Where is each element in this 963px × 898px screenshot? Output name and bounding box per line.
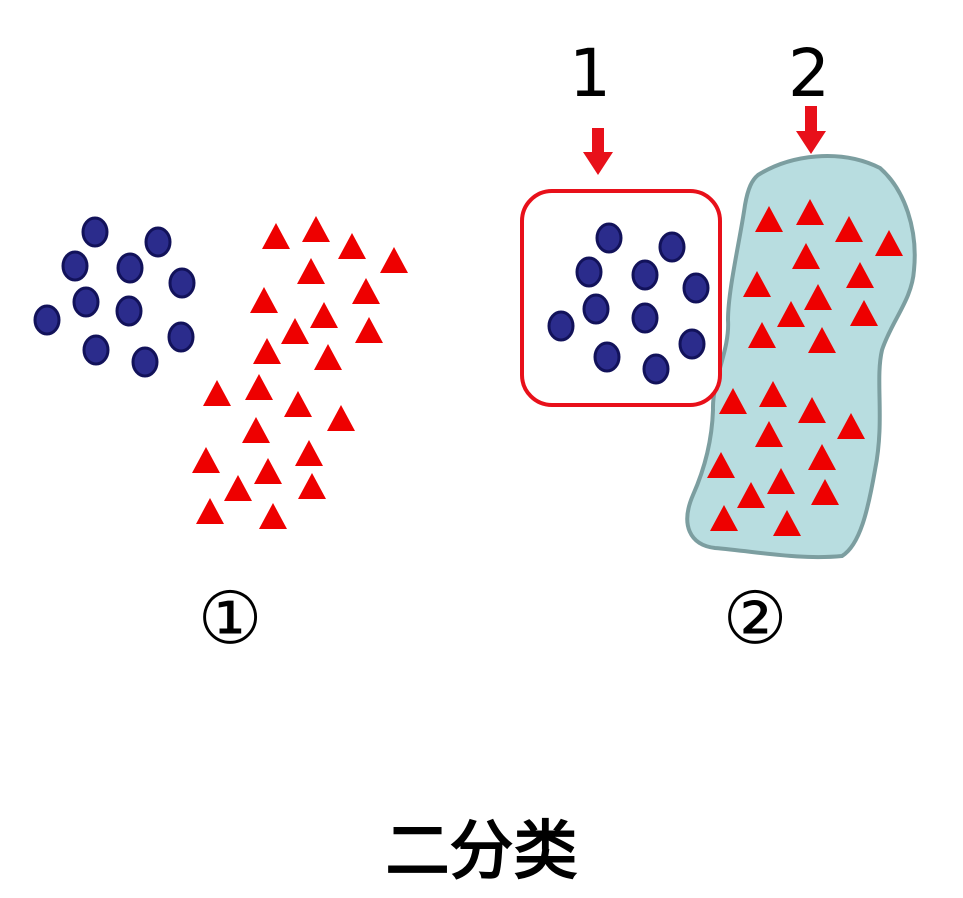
circle-point-icon	[82, 334, 110, 366]
triangle-point-icon	[767, 468, 795, 494]
triangle-point-icon	[297, 258, 325, 284]
triangle-point-icon	[284, 391, 312, 417]
class1-points	[547, 222, 710, 385]
circle-point-icon	[575, 256, 603, 288]
circle-point-icon	[115, 295, 143, 327]
circle-point-icon	[168, 267, 196, 299]
triangle-point-icon	[281, 318, 309, 344]
triangle-point-icon	[804, 284, 832, 310]
triangle-point-icon	[262, 223, 290, 249]
circle-point-icon	[678, 328, 706, 360]
panel2-caption: ②	[723, 576, 788, 660]
panel-classified: 1 2 ②	[520, 35, 917, 660]
circle-point-icon	[72, 286, 100, 318]
circle-point-icon	[631, 302, 659, 334]
triangle-point-icon	[808, 444, 836, 470]
triangle-point-icon	[743, 271, 771, 297]
class2-arrow-icon	[796, 106, 826, 154]
triangle-point-icon	[196, 498, 224, 524]
triangle-point-icon	[338, 233, 366, 259]
triangle-point-icon	[748, 322, 776, 348]
triangle-point-icon	[875, 230, 903, 256]
triangle-point-icon	[352, 278, 380, 304]
class2-points	[192, 216, 408, 529]
circle-point-icon	[642, 353, 670, 385]
triangle-point-icon	[710, 505, 738, 531]
class1-arrow-icon	[583, 128, 613, 175]
triangle-point-icon	[298, 473, 326, 499]
triangle-point-icon	[835, 216, 863, 242]
triangle-point-icon	[707, 452, 735, 478]
diagram-title: 二分类	[385, 815, 578, 889]
circle-point-icon	[131, 346, 159, 378]
circle-point-icon	[81, 216, 109, 248]
triangle-point-icon	[846, 262, 874, 288]
circle-point-icon	[61, 250, 89, 282]
triangle-point-icon	[203, 380, 231, 406]
triangle-point-icon	[850, 300, 878, 326]
circle-point-icon	[593, 341, 621, 373]
panel1-caption: ①	[198, 576, 263, 660]
triangle-point-icon	[798, 397, 826, 423]
circle-point-icon	[595, 222, 623, 254]
triangle-point-icon	[837, 413, 865, 439]
triangle-point-icon	[254, 458, 282, 484]
class2-points	[707, 199, 903, 536]
triangle-point-icon	[719, 388, 747, 414]
circle-point-icon	[547, 310, 575, 342]
circle-point-icon	[167, 321, 195, 353]
triangle-point-icon	[755, 206, 783, 232]
triangle-point-icon	[310, 302, 338, 328]
triangle-point-icon	[327, 405, 355, 431]
circle-point-icon	[658, 231, 686, 263]
triangle-point-icon	[245, 374, 273, 400]
triangle-point-icon	[295, 440, 323, 466]
circle-point-icon	[116, 252, 144, 284]
triangle-point-icon	[192, 447, 220, 473]
circle-point-icon	[144, 226, 172, 258]
circle-point-icon	[33, 304, 61, 336]
triangle-point-icon	[253, 338, 281, 364]
triangle-point-icon	[777, 301, 805, 327]
triangle-point-icon	[759, 381, 787, 407]
class2-region	[685, 154, 917, 560]
triangle-point-icon	[380, 247, 408, 273]
triangle-point-icon	[250, 287, 278, 313]
triangle-point-icon	[808, 327, 836, 353]
circle-point-icon	[631, 259, 659, 291]
circle-point-icon	[682, 272, 710, 304]
class2-label: 2	[788, 35, 830, 112]
triangle-point-icon	[796, 199, 824, 225]
triangle-point-icon	[792, 243, 820, 269]
class1-points	[33, 216, 196, 378]
triangle-point-icon	[811, 479, 839, 505]
triangle-point-icon	[259, 503, 287, 529]
circle-point-icon	[582, 293, 610, 325]
triangle-point-icon	[773, 510, 801, 536]
triangle-point-icon	[737, 482, 765, 508]
triangle-point-icon	[355, 317, 383, 343]
triangle-point-icon	[755, 421, 783, 447]
triangle-point-icon	[314, 344, 342, 370]
class1-label: 1	[569, 35, 611, 112]
triangle-point-icon	[302, 216, 330, 242]
triangle-point-icon	[242, 417, 270, 443]
triangle-point-icon	[224, 475, 252, 501]
panel-unclassified: ①	[33, 216, 408, 660]
